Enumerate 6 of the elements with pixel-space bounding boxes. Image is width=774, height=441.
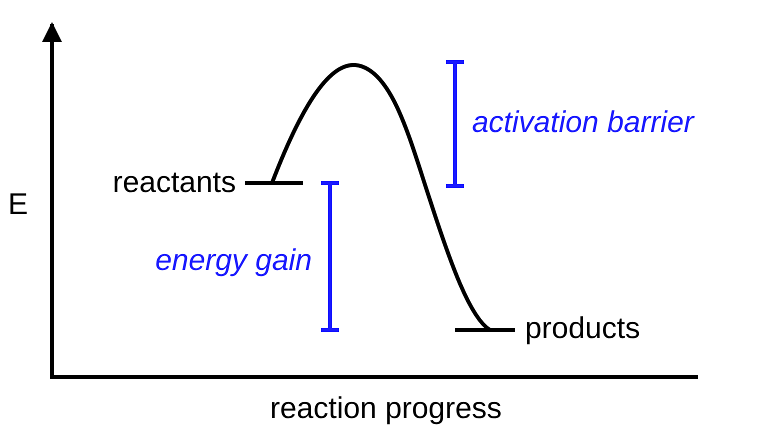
annotation-label: activation barrier [472, 106, 694, 140]
axis-label: reaction progress [270, 392, 502, 426]
state-label: products [525, 312, 640, 346]
annotation-label: energy gain [155, 244, 312, 278]
axis-label: E [8, 188, 28, 222]
state-label: reactants [112, 166, 236, 200]
